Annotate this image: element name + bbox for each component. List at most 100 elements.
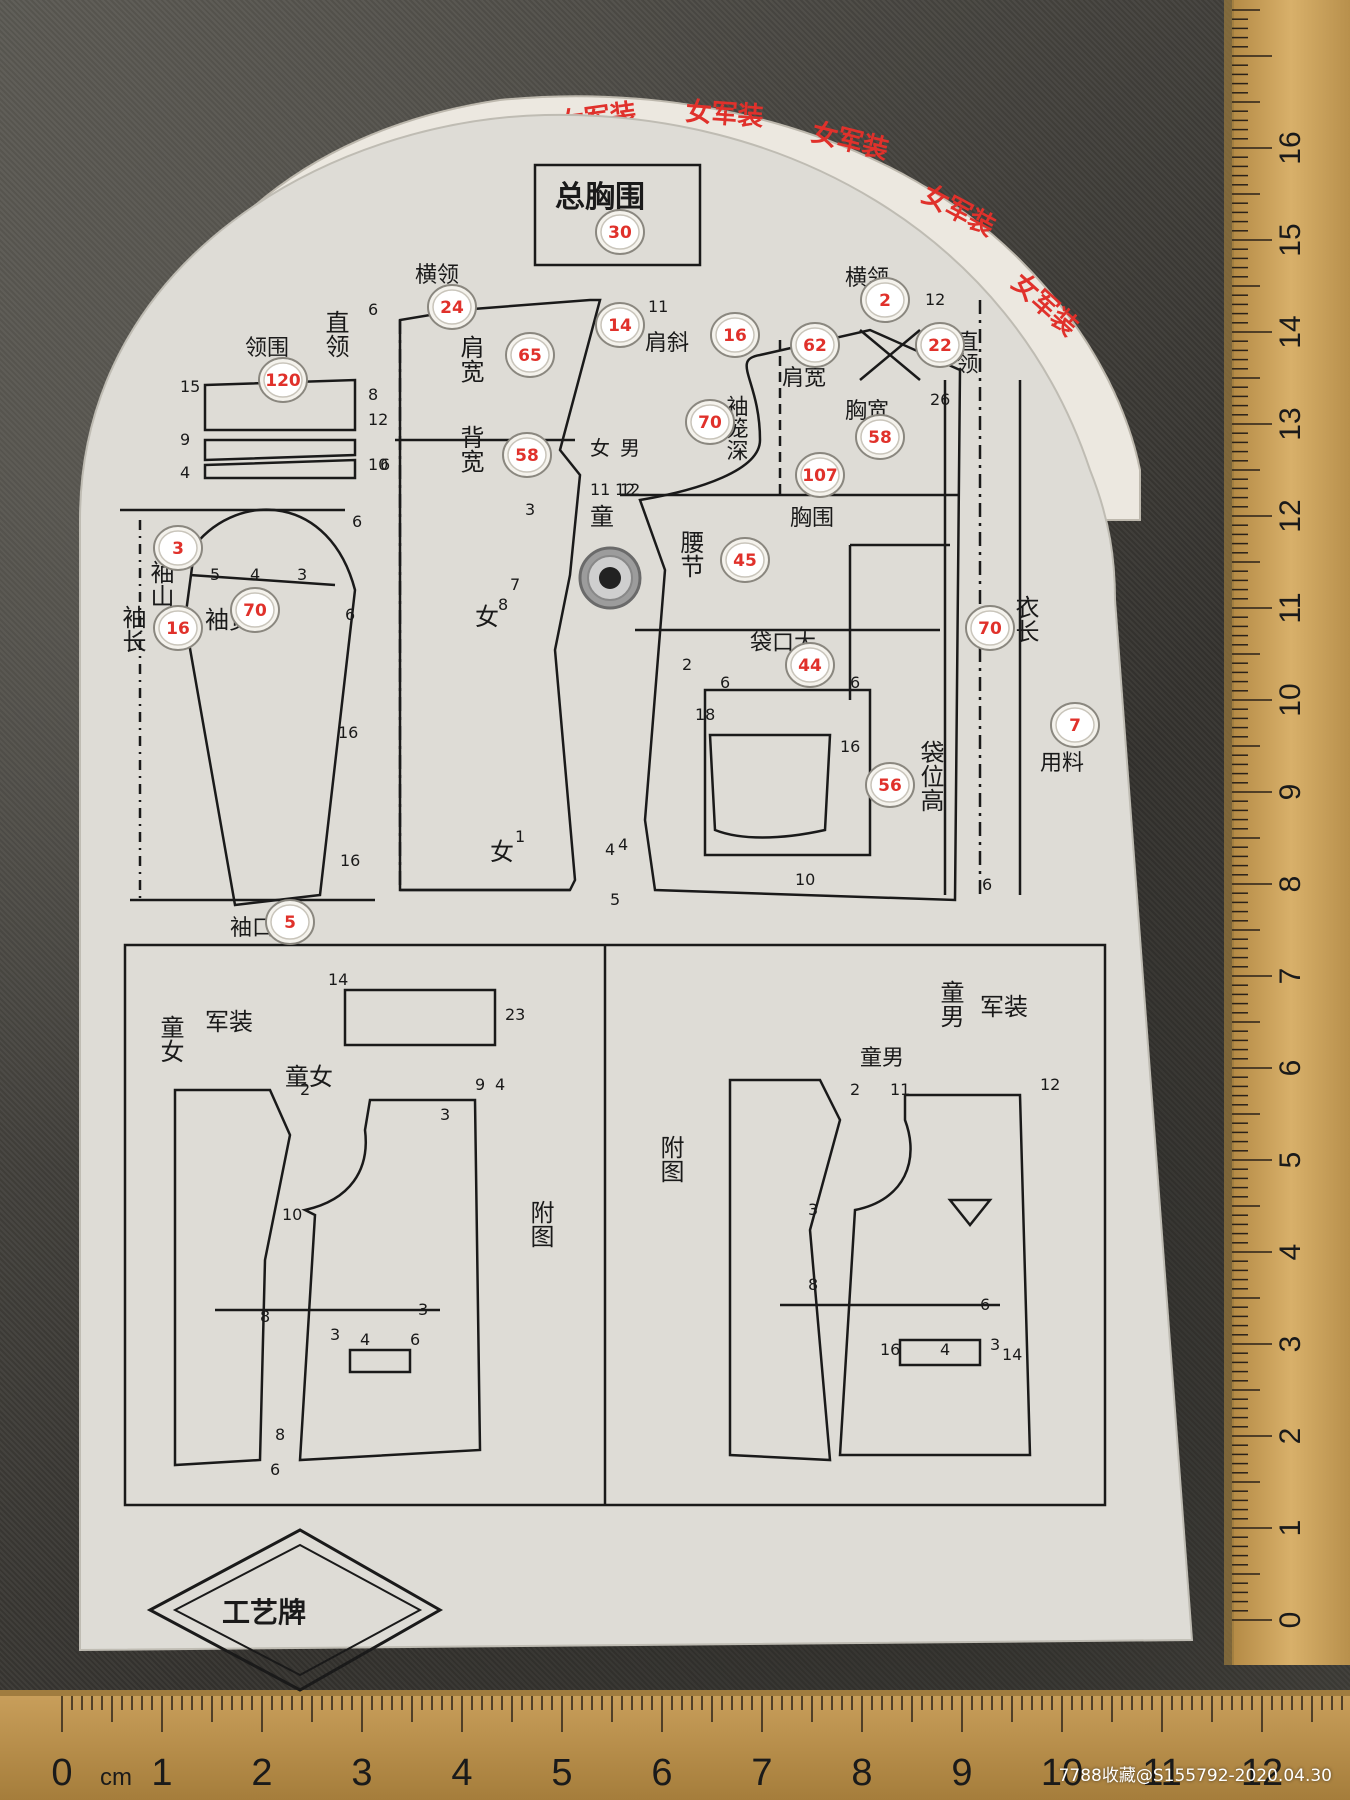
right-panel-title-b: 军装 (980, 993, 1028, 1021)
label-fabric: 用料 (1040, 751, 1084, 776)
ruler-bottom-number: 9 (951, 1752, 972, 1794)
ruler-bottom-number: 10 (1041, 1752, 1083, 1794)
label-straight-neck-left: 直领 (321, 310, 349, 358)
hole-number-cross-neck-left: 24 (440, 298, 464, 318)
ruler-right-number: 7 (1274, 968, 1307, 985)
hole-sleeve-width: 70 (230, 587, 280, 633)
logo-text: 工艺牌 (222, 1596, 306, 1629)
hole-chest-circ: 107 (795, 452, 845, 498)
ruler-bottom-number: 8 (851, 1752, 872, 1794)
dimension-mark: 6 (368, 300, 378, 319)
hole-shoulder-width-left: 65 (505, 332, 555, 378)
dimension-mark: 4 (940, 1340, 950, 1359)
ruler-bottom-unit: cm (100, 1764, 132, 1791)
dimension-mark: 2 (682, 655, 692, 674)
center-rivet[interactable] (578, 546, 642, 610)
dimension-mark: 4 (495, 1075, 505, 1094)
dimension-mark: 4 (360, 1330, 370, 1349)
dimension-mark: 10 (795, 870, 815, 889)
dimension-mark: 8 (275, 1425, 285, 1444)
dimension-mark: 16 (340, 851, 360, 870)
dimension-mark: 18 (695, 705, 715, 724)
label-pocket-height: 袋位高 (916, 740, 944, 812)
hole-number-sleeve-depth: 70 (698, 413, 722, 433)
hole-collar-circ: 120 (258, 357, 308, 403)
ruler-bottom-number: 11 (1142, 1752, 1181, 1794)
hole-number-chest-width: 58 (868, 428, 892, 448)
dimension-mark: 3 (990, 1335, 1000, 1354)
hole-coat-length: 70 (965, 605, 1015, 651)
dimension-mark: 2 (850, 1080, 860, 1099)
dimension-mark: 6 (980, 1295, 990, 1314)
label-male-a: 男 (620, 436, 640, 460)
dimension-mark: 3 (418, 1300, 428, 1319)
hole-number-coat-length: 70 (978, 619, 1002, 639)
hole-number-cuff: 5 (284, 913, 296, 933)
dimension-mark: 6 (850, 673, 860, 692)
right-panel-title-a: 童男 (936, 980, 964, 1028)
hole-number-shoulder-slope-a: 14 (608, 316, 632, 336)
left-panel-title-a: 童女 (156, 1015, 184, 1063)
dimension-mark: 6 (982, 875, 992, 894)
dimension-mark: 4 (618, 835, 628, 854)
label-waist: 腰节 (676, 530, 704, 578)
ruler-right-number: 3 (1274, 1336, 1307, 1353)
ruler-right-number: 1 (1274, 1520, 1307, 1537)
ruler-bottom-number: 5 (551, 1752, 572, 1794)
dimension-mark: 8 (368, 385, 378, 404)
title-box: 总胸围 (533, 163, 702, 267)
dimension-mark: 6 (345, 605, 355, 624)
dimension-mark: 11 (890, 1080, 910, 1099)
pattern-labels: 横领 直领 领围 肩宽 背宽 肩斜 横领 肩宽 直领 袖笼深 胸宽 胸围 腰节 … (118, 263, 1084, 1629)
dimension-mark: 23 (505, 1005, 525, 1024)
hole-pocket-height: 56 (865, 762, 915, 808)
dimension-mark: 12 (1040, 1075, 1060, 1094)
dimension-mark: 3 (330, 1325, 340, 1344)
dimension-mark: 3 (525, 500, 535, 519)
hole-waist: 45 (720, 537, 770, 583)
dimension-mark: 5 (610, 890, 620, 909)
ruler-right-number: 6 (1274, 1060, 1307, 1077)
hole-pocket-opening: 44 (785, 642, 835, 688)
dimension-mark: 2 (300, 1080, 310, 1099)
hole-shoulder-width-right: 62 (790, 322, 840, 368)
ruler-bottom-ticks (61, 1696, 1343, 1732)
dimension-mark: 16 (880, 1340, 900, 1359)
right-panel-sub: 童男 (860, 1046, 904, 1071)
dimension-mark: 9 (180, 430, 190, 449)
dimension-mark: 3 (297, 565, 307, 584)
ruler-bottom-number: 12 (1241, 1752, 1283, 1794)
ruler-bottom-number: 7 (751, 1752, 772, 1794)
hole-cross-neck-left: 24 (427, 284, 477, 330)
hole-straight-neck-right: 22 (915, 322, 965, 368)
ruler-right-number: 12 (1274, 499, 1307, 532)
pattern-card (79, 113, 1194, 1652)
hole-number-back-width: 58 (515, 446, 539, 466)
ruler-right-number: 0 (1274, 1612, 1307, 1629)
dimension-mark: 10 (282, 1205, 302, 1224)
dimension-mark: 11 (648, 297, 668, 316)
ruler-bottom-number: 6 (651, 1752, 672, 1794)
label-chest-circ: 胸围 (790, 506, 834, 531)
label-coat-length: 衣长 (1011, 595, 1039, 643)
hole-number-pocket-height: 56 (878, 776, 902, 796)
label-shoulder-width-left: 肩宽 (456, 335, 484, 383)
label-cross-neck-left: 横领 (415, 263, 459, 288)
left-panel-sub: 童女 (285, 1063, 333, 1091)
ruler-right-number: 4 (1274, 1244, 1307, 1261)
ruler-right-number: 10 (1274, 683, 1307, 716)
dimension-mark: 7 (510, 575, 520, 594)
hole-shoulder-slope-b: 16 (710, 312, 760, 358)
hole-back-width: 58 (502, 432, 552, 478)
hole-number-fabric: 7 (1069, 716, 1081, 736)
dimension-mark: 15 (180, 377, 200, 396)
edge-label-6: 女军装 (685, 96, 765, 132)
label-sleeve-length: 袖长 (118, 605, 146, 653)
dimension-mark: 5 (210, 565, 220, 584)
ruler-right-number: 16 (1274, 131, 1307, 164)
hole-total-chest: 30 (595, 209, 645, 255)
hole-number-sleeve-width: 70 (243, 601, 267, 621)
